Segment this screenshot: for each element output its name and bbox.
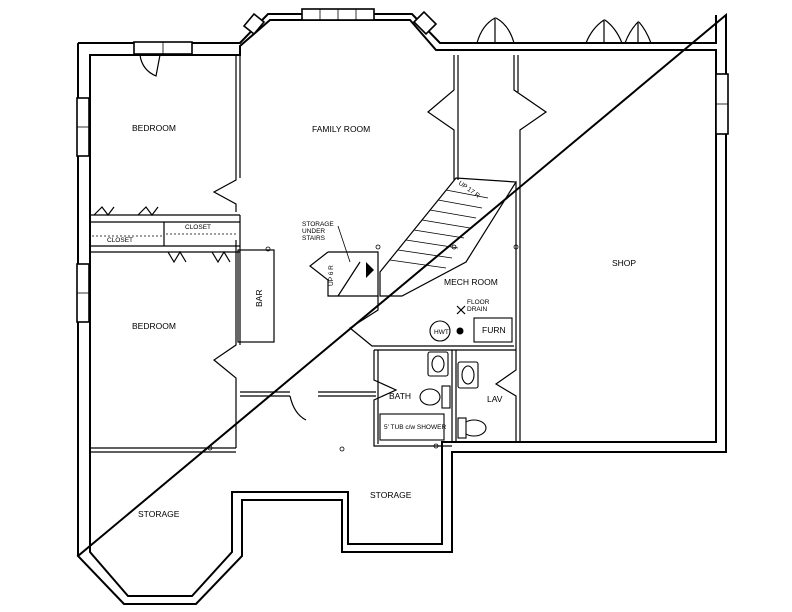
bar-label: BAR (254, 290, 264, 307)
hwt-label: HWT (434, 329, 449, 336)
tub-label: 5' TUB c/w SHOWER (384, 424, 446, 431)
floor-drain-line1: FLOOR (467, 299, 490, 306)
mech-room-label: MECH ROOM (444, 277, 498, 287)
interior-walls (90, 55, 548, 453)
closet-left-label: CLOSET (107, 237, 133, 244)
storage-under-stairs-line3: STAIRS (302, 235, 326, 242)
stair-up-label: UP 17 R (457, 180, 481, 200)
exterior-doors (139, 16, 652, 77)
floor-drain-line2: DRAIN (467, 306, 488, 313)
storage-under-stairs-line2: UNDER (302, 228, 325, 235)
lav-label: LAV (487, 394, 503, 404)
bedroom-bottom-label: BEDROOM (132, 321, 176, 331)
stair-small-label: UP 6 R (328, 265, 335, 286)
furn-label: FURN (482, 325, 506, 335)
storage-center-label: STORAGE (370, 490, 412, 500)
closet-right-label: CLOSET (185, 224, 211, 231)
bedroom-top-label: BEDROOM (132, 123, 176, 133)
storage-left-label: STORAGE (138, 509, 180, 519)
bath-label: BATH (389, 391, 411, 401)
windows (76, 8, 729, 323)
shop-label: SHOP (612, 258, 636, 268)
family-room-label: FAMILY ROOM (312, 124, 370, 134)
stair-treads (389, 189, 489, 269)
storage-under-stairs-line1: STORAGE (302, 221, 334, 228)
